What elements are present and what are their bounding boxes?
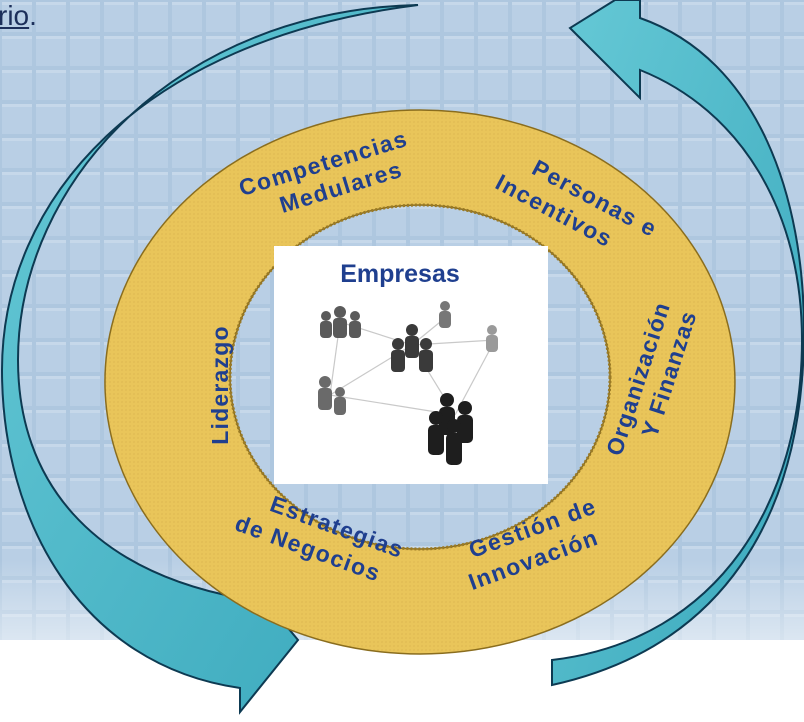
center-title: Empresas — [340, 260, 460, 288]
header-period: . — [29, 0, 37, 31]
header-text-fragment: rio. — [0, 2, 37, 30]
left-cycle-arrow — [0, 4, 419, 715]
segment-label-line1: Liderazgo — [207, 325, 233, 444]
center-panel — [274, 246, 548, 484]
people-network-icon — [318, 301, 498, 465]
right-cycle-arrow — [551, 0, 804, 687]
segment-liderazgo: Liderazgo — [207, 325, 233, 444]
inner-ring-edge — [228, 203, 612, 551]
header-link-text[interactable]: rio — [0, 0, 30, 31]
